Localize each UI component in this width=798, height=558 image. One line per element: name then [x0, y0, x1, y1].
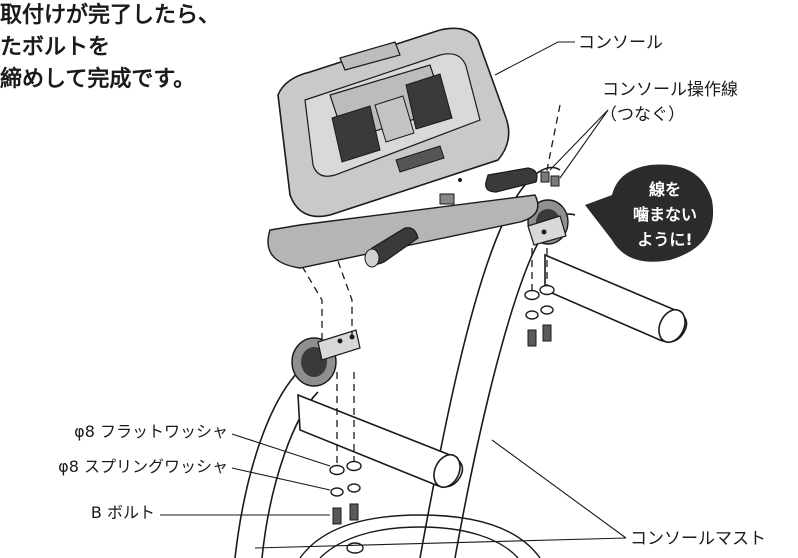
warning-badge: 線を 噛まない ように!: [585, 164, 714, 262]
grip-right: [485, 167, 538, 193]
leader-flat-washer: [231, 433, 331, 467]
badge-line-1: 線を: [649, 180, 681, 199]
leader-cable-2: [559, 109, 609, 179]
leader-mast-1: [491, 439, 627, 539]
console-unit: [267, 27, 560, 269]
label-flat-washer: φ8 フラットワッシャ: [74, 422, 228, 441]
instruction-line-1: 取付けが完了したら、: [0, 3, 221, 28]
label-spring-washer: φ8 スプリングワッシャ: [58, 457, 228, 476]
handrail-right: [544, 253, 688, 344]
hardware-stack-left: [329, 460, 362, 525]
leader-console: [494, 41, 575, 76]
hardware-stack-right: [524, 284, 555, 347]
leader-cable-1: [549, 109, 609, 171]
base-frame: [299, 514, 541, 558]
label-console-cable: コンソール操作線: [602, 80, 738, 100]
flat-washer-left-1: [329, 464, 345, 476]
handrail-left: [297, 393, 464, 489]
console-left-panel: [331, 105, 381, 163]
leader-mast-2: [254, 537, 627, 549]
mount-bracket-left: [291, 329, 361, 387]
label-console: コンソール: [578, 33, 663, 53]
leader-spring-washer: [231, 467, 331, 491]
label-b-bolt: B ボルト: [91, 503, 155, 522]
console-right-panel: [405, 73, 453, 130]
label-console-cable-connect: （つなぐ）: [600, 105, 685, 125]
bolt-left-2: [349, 503, 359, 521]
spring-washer-left-2: [347, 483, 361, 493]
instruction-line-2: たボルトを: [0, 35, 111, 60]
badge-line-3: ように!: [637, 230, 692, 249]
leader-lines: [160, 41, 627, 549]
flat-washer-left-2: [346, 460, 362, 472]
alignment-dashes: [295, 104, 561, 470]
spring-washer-left-1: [330, 487, 344, 497]
mount-bracket-right: [527, 199, 569, 246]
instruction-line-3: 締めして完成です。: [0, 67, 196, 92]
instruction-text: 取付けが完了したら、 たボルトを 締めして完成です。: [0, 0, 300, 96]
bolt-left-1: [332, 507, 342, 525]
label-console-mast: コンソールマスト: [630, 529, 766, 549]
badge-line-2: 噛まない: [633, 205, 697, 224]
